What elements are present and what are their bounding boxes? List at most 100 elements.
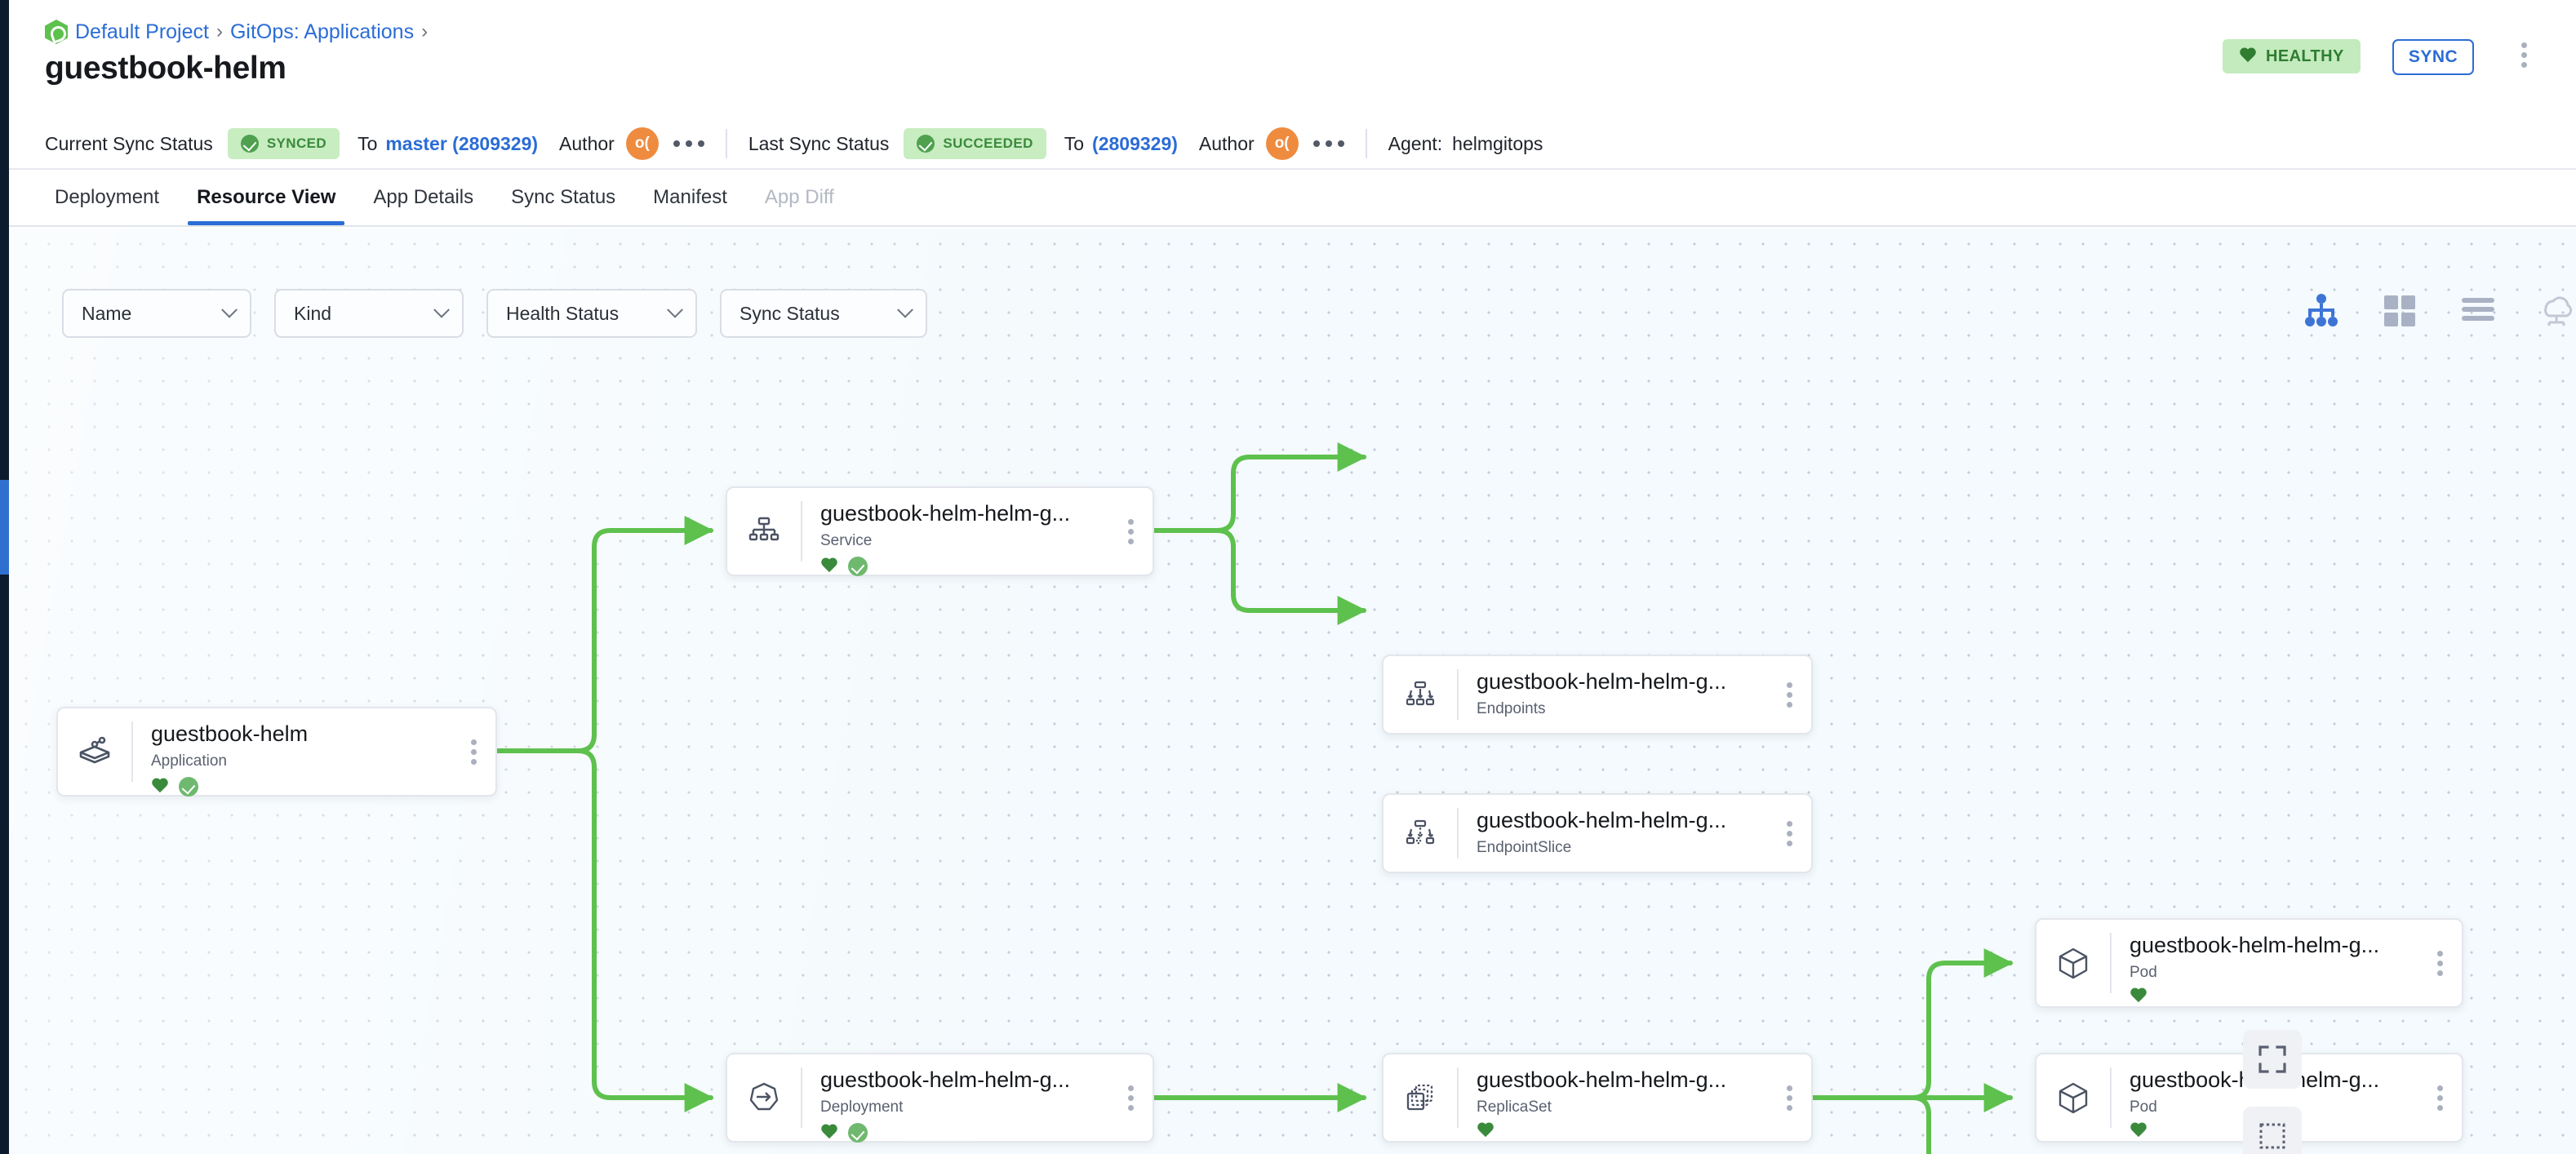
graph-edges	[494, 442, 2014, 1154]
last-sync-status-badge: SUCCEEDED	[904, 128, 1046, 159]
node-overflow-menu-icon[interactable]	[1108, 1054, 1153, 1141]
current-sync-to-label: To	[358, 132, 378, 154]
tab-resource-view[interactable]: Resource View	[178, 170, 354, 225]
check-circle-icon-2	[917, 135, 935, 153]
edge-service-to-endpoints	[1149, 442, 1367, 533]
edge-app-to-deployment	[494, 748, 714, 1112]
network-view-icon[interactable]	[2538, 292, 2575, 330]
node-name: guestbook-helm-helm-g...	[1477, 808, 1727, 832]
node-overflow-menu-icon[interactable]	[1108, 488, 1153, 575]
node-kind: Deployment	[820, 1099, 904, 1116]
node-overflow-menu-icon[interactable]	[1767, 656, 1811, 733]
last-sync-revision-link[interactable]: (2809329)	[1092, 132, 1178, 154]
current-sync-revision-link[interactable]: master (2809329)	[385, 132, 539, 154]
node-kind: Service	[820, 532, 873, 550]
graph-node-endpoints[interactable]: guestbook-helm-helm-g... Endpoints	[1382, 655, 1813, 735]
graph-node-service[interactable]: guestbook-helm-helm-g... Service	[726, 486, 1154, 577]
current-sync-status-label: Current Sync Status	[45, 132, 213, 154]
filter-name-label: Name	[82, 302, 132, 324]
filter-sync-status-dropdown[interactable]: Sync Status	[720, 289, 927, 338]
breadcrumb-separator-icon-2: ›	[421, 20, 429, 42]
last-sync-to-label: To	[1064, 132, 1085, 154]
node-overflow-menu-icon[interactable]	[2418, 920, 2462, 1006]
agent-label: Agent:	[1388, 132, 1443, 154]
selection-box-button[interactable]	[2243, 1107, 2302, 1154]
node-kind: EndpointSlice	[1477, 839, 1572, 857]
tab-deployment[interactable]: Deployment	[55, 186, 160, 208]
edge-app-to-service	[494, 516, 714, 753]
tree-view-icon[interactable]	[2303, 292, 2340, 330]
health-badge-label: HEALTHY	[2266, 47, 2344, 65]
breadcrumb-item-default-project[interactable]: Default Project	[75, 20, 209, 43]
health-heart-icon	[820, 558, 838, 575]
filter-health-label: Health Status	[506, 302, 620, 324]
header-overflow-menu-icon[interactable]	[2521, 42, 2527, 68]
node-overflow-menu-icon[interactable]	[2418, 1054, 2462, 1141]
endpoints-icon	[1383, 656, 1457, 733]
canvas-controls	[2243, 1030, 2302, 1154]
graph-node-replicaset[interactable]: guestbook-helm-helm-g... ReplicaSet	[1382, 1053, 1813, 1143]
node-name: guestbook-helm-helm-g...	[820, 501, 1071, 526]
avatar[interactable]: o(	[625, 127, 659, 160]
grid-view-icon[interactable]	[2381, 292, 2418, 330]
graph-node-deployment[interactable]: guestbook-helm-helm-g... Deployment	[726, 1053, 1154, 1143]
node-name: guestbook-helm	[151, 721, 309, 746]
last-sync-status-value: SUCCEEDED	[943, 135, 1033, 151]
sync-check-icon	[848, 1123, 868, 1143]
last-sync-more-icon[interactable]	[1312, 140, 1344, 147]
graph-node-pod-1[interactable]: guestbook-helm-helm-g... Pod	[2035, 918, 2463, 1008]
node-overflow-menu-icon[interactable]	[451, 708, 495, 795]
resource-graph-canvas[interactable]: Name Kind Health Status Sync Status	[9, 229, 2576, 1154]
divider-2	[1365, 129, 1367, 158]
left-nav-rail[interactable]	[0, 0, 9, 1154]
health-heart-icon	[2130, 1123, 2147, 1139]
graph-node-application[interactable]: guestbook-helm Application	[56, 707, 497, 797]
pod-icon-2	[2036, 1054, 2110, 1141]
filter-kind-dropdown[interactable]: Kind	[274, 289, 464, 338]
tab-bar: Deployment Resource View App Details Syn…	[9, 170, 2576, 227]
chevron-down-icon-2	[433, 301, 450, 318]
filter-health-status-dropdown[interactable]: Health Status	[486, 289, 697, 338]
health-heart-icon	[2130, 988, 2147, 1005]
node-overflow-menu-icon[interactable]	[1767, 1054, 1811, 1141]
agent-value: helmgitops	[1452, 132, 1543, 154]
deployment-icon	[727, 1054, 801, 1141]
tab-manifest[interactable]: Manifest	[653, 186, 727, 208]
replicaset-icon	[1383, 1054, 1457, 1141]
filter-kind-label: Kind	[294, 302, 332, 324]
last-sync-status-label: Last Sync Status	[748, 132, 890, 154]
health-heart-icon	[820, 1125, 838, 1141]
current-sync-author-label: Author	[559, 132, 615, 154]
fit-to-screen-button[interactable]	[2243, 1030, 2302, 1089]
status-badge-healthy: HEALTHY	[2223, 39, 2361, 73]
tab-app-diff: App Diff	[764, 186, 834, 208]
edge-replicaset-to-pod-3	[1809, 1095, 1931, 1154]
node-kind: Application	[151, 752, 227, 770]
sync-status-bar: Current Sync Status SYNCED To master (28…	[9, 119, 2576, 170]
current-sync-status-value: SYNCED	[266, 135, 327, 151]
tab-sync-status[interactable]: Sync Status	[511, 186, 616, 208]
sync-button[interactable]: SYNC	[2392, 39, 2474, 75]
node-kind: Pod	[2130, 964, 2157, 982]
node-name: guestbook-helm-helm-g...	[1477, 669, 1727, 694]
node-overflow-menu-icon[interactable]	[1767, 795, 1811, 872]
left-nav-active-indicator	[0, 480, 9, 575]
edge-replicaset-to-pod-1	[1809, 948, 2014, 1100]
current-sync-more-icon[interactable]	[673, 140, 704, 147]
avatar-2[interactable]: o(	[1265, 127, 1299, 160]
filter-sync-label: Sync Status	[739, 302, 840, 324]
tab-app-details[interactable]: App Details	[373, 186, 474, 208]
graph-node-endpointslice[interactable]: guestbook-helm-helm-g... EndpointSlice	[1382, 793, 1813, 873]
pod-icon	[2036, 920, 2110, 1006]
service-icon	[727, 488, 801, 575]
filter-name-dropdown[interactable]: Name	[62, 289, 251, 338]
page-title: guestbook-helm	[45, 51, 286, 86]
breadcrumb-item-gitops-applications[interactable]: GitOps: Applications	[229, 20, 415, 43]
node-kind: Endpoints	[1477, 700, 1546, 718]
node-name: guestbook-helm-helm-g...	[1477, 1067, 1727, 1092]
chevron-down-icon	[221, 301, 238, 318]
current-sync-status-badge: SYNCED	[227, 128, 340, 159]
last-sync-author-label: Author	[1198, 132, 1255, 154]
breadcrumb: Default Project › GitOps: Applications ›	[45, 20, 428, 44]
list-view-icon[interactable]	[2459, 292, 2497, 330]
